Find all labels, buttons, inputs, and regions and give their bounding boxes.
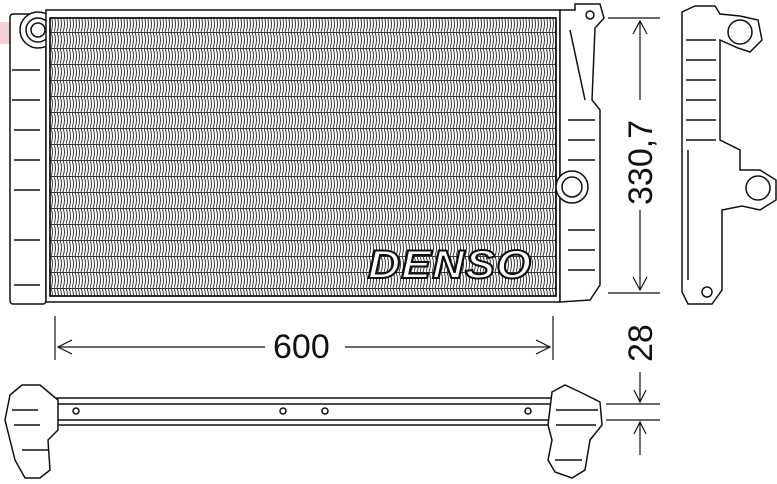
side-view (681, 5, 777, 305)
height-dimension (608, 17, 660, 294)
height-label: 330,7 (622, 120, 660, 205)
width-dimension (54, 316, 554, 360)
bottom-view (4, 384, 603, 479)
depth-dimension (606, 372, 660, 455)
front-view (9, 3, 605, 305)
brand-logo: DENSO (368, 243, 532, 287)
depth-label: 28 (622, 324, 660, 362)
width-label: 600 (273, 328, 330, 366)
